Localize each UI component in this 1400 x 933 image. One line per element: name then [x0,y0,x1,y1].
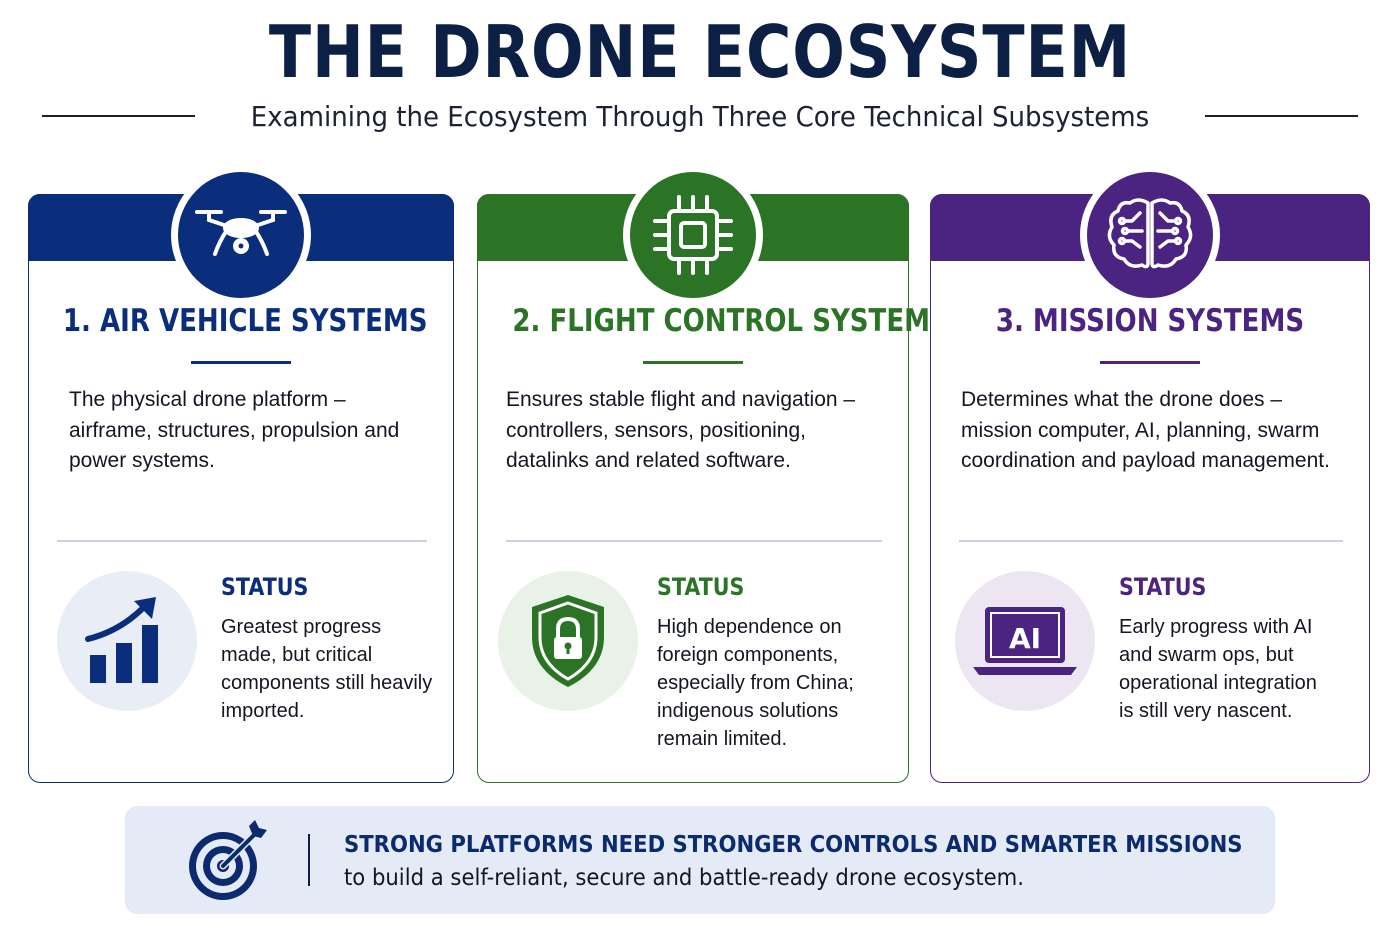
card-description: The physical drone platform – airframe, … [69,388,400,472]
banner-headline: STRONG PLATFORMS NEED STRONGER CONTROLS … [344,832,1243,858]
ai-screen-text: AI [1009,622,1041,655]
target-icon [185,820,269,904]
drone-icon [171,165,311,305]
status-label: STATUS [221,573,309,601]
subtitle-rule-right [1205,115,1359,117]
card-description: Ensures stable flight and navigation – c… [506,388,856,472]
card-divider [959,540,1343,542]
card-flight-control-systems: 2. FLIGHT CONTROL SYSTEMS Ensures stable… [477,165,949,783]
banner-text: to build a self-reliant, secure and batt… [344,865,1025,891]
card-air-vehicle-systems: 1. AIR VEHICLE SYSTEMS The physical dron… [28,165,454,783]
page-subtitle: Examining the Ecosystem Through Three Co… [250,99,1150,133]
status-label: STATUS [1119,573,1207,601]
card-heading: 3. MISSION SYSTEMS [995,303,1305,339]
ai-laptop-icon: AI [955,571,1095,711]
chip-icon [623,165,763,305]
card-divider [57,540,427,542]
heading-underline [643,361,743,364]
banner-separator [308,834,310,886]
status-label: STATUS [657,573,745,601]
brain-circuit-icon [1080,165,1220,305]
conclusion-banner: STRONG PLATFORMS NEED STRONGER CONTROLS … [125,806,1275,914]
growth-chart-icon [57,571,197,711]
card-mission-systems: 3. MISSION SYSTEMS Determines what the d… [930,165,1370,783]
status-text: Early progress with AI and swarm ops, bu… [1119,616,1317,722]
card-divider [506,540,882,542]
shield-lock-icon [498,571,638,711]
page-title: THE DRONE ECOSYSTEM [268,10,1132,94]
subtitle-row: Examining the Ecosystem Through Three Co… [42,98,1359,134]
card-description: Determines what the drone does – mission… [961,388,1330,472]
heading-underline [191,361,291,364]
subtitle-rule-left [42,115,195,117]
status-text: High dependence on foreign components, e… [657,616,854,750]
heading-underline [1100,361,1200,364]
status-text: Greatest progress made, but critical com… [221,616,433,722]
card-heading: 1. AIR VEHICLE SYSTEMS [62,303,428,339]
card-heading: 2. FLIGHT CONTROL SYSTEMS [512,303,949,339]
